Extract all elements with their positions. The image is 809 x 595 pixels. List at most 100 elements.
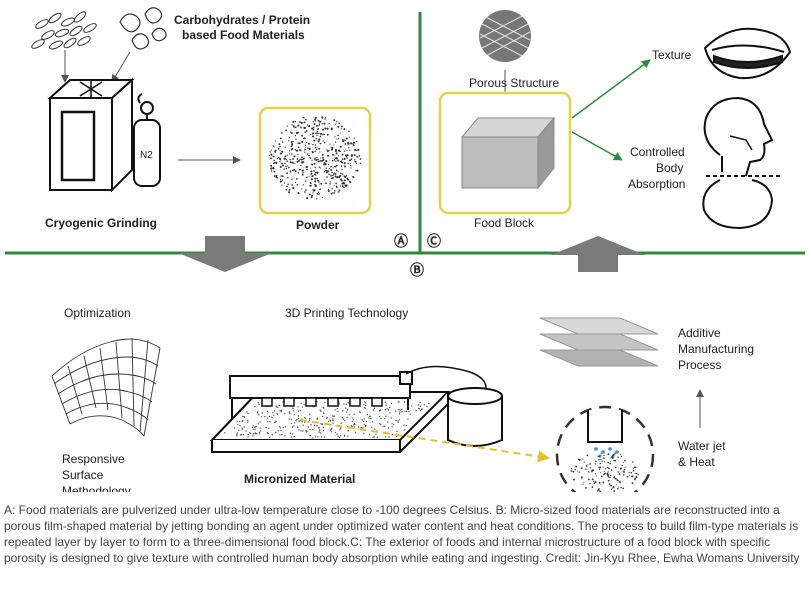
- particle-dot: [273, 414, 275, 416]
- particle-dot: [324, 182, 326, 184]
- particle-dot: [328, 173, 330, 176]
- particle-dot: [633, 466, 636, 469]
- particle-dot: [336, 408, 338, 410]
- particle-dot: [346, 154, 349, 157]
- particle-dot: [409, 413, 411, 416]
- particle-dot: [288, 188, 291, 191]
- particle-dot: [272, 167, 275, 169]
- particle-dot: [382, 425, 384, 428]
- particle-dot: [395, 435, 398, 438]
- particle-dot: [270, 149, 272, 151]
- particle-dot: [301, 156, 303, 159]
- particle-dot: [287, 183, 289, 186]
- particle-dot: [303, 121, 306, 124]
- particle-dot: [280, 411, 282, 413]
- particle-dot: [275, 420, 277, 422]
- particle-dot: [304, 118, 307, 121]
- particle-dot: [610, 488, 613, 490]
- particle-dot: [294, 134, 297, 137]
- particle-dot: [353, 176, 355, 179]
- particle-dot: [603, 461, 605, 463]
- particle-dot: [338, 149, 340, 152]
- particle-dot: [240, 433, 242, 436]
- particle-dot: [327, 163, 330, 166]
- particle-dot: [257, 423, 259, 425]
- particle-dot: [298, 159, 300, 162]
- particle-dot: [270, 170, 273, 172]
- particle-dot: [320, 410, 322, 412]
- particle-dot: [301, 134, 304, 137]
- particle-dot: [293, 425, 295, 427]
- particle-dot: [325, 160, 328, 163]
- particle-dot: [244, 416, 246, 418]
- particle-dot: [588, 471, 590, 473]
- particle-dot: [317, 191, 320, 193]
- particle-dot: [345, 137, 348, 140]
- particle-dot: [288, 191, 290, 194]
- particle-dot: [348, 143, 350, 145]
- particle-dot: [319, 157, 322, 159]
- particle-dot: [291, 147, 294, 150]
- particle-dot: [604, 468, 607, 470]
- particle-dot: [301, 406, 304, 408]
- particle-dot: [401, 411, 403, 413]
- particle-dot: [277, 147, 280, 150]
- particle-dot: [572, 470, 575, 473]
- particle-dot: [252, 428, 254, 430]
- particle-dot: [630, 471, 633, 474]
- particle-dot: [258, 403, 260, 405]
- particle-dot: [341, 416, 344, 419]
- particle-dot: [346, 409, 349, 411]
- particle-dot: [236, 433, 238, 435]
- particle-dot: [314, 159, 316, 161]
- particle-dot: [314, 177, 317, 180]
- particle-dot: [390, 417, 392, 419]
- particle-dot: [296, 160, 299, 163]
- particle-dot: [286, 125, 288, 127]
- micronized-material-label: Micronized Material: [244, 472, 355, 486]
- particle-dot: [285, 158, 288, 161]
- particle-dot: [284, 435, 286, 437]
- particle-dot: [307, 142, 310, 145]
- particle-dot: [387, 421, 389, 423]
- particle-dot: [316, 424, 318, 427]
- particle-dot: [292, 186, 295, 190]
- particle-dot: [271, 167, 273, 170]
- particle-dot: [276, 406, 278, 408]
- particle-dot: [598, 482, 601, 484]
- particle-dot: [611, 456, 613, 458]
- particle-dot: [620, 486, 622, 489]
- particle-dot: [318, 181, 320, 183]
- print-heads: [261, 397, 383, 407]
- particle-dot: [342, 138, 344, 141]
- particle-dot: [387, 427, 390, 429]
- particle-dot: [273, 170, 276, 173]
- particle-dot: [345, 175, 348, 177]
- particle-dot: [622, 474, 625, 476]
- particle-dot: [322, 426, 324, 428]
- particle-dot: [610, 457, 612, 459]
- particle-dot: [606, 466, 609, 469]
- particle-dot: [602, 481, 605, 484]
- particle-dot: [376, 436, 379, 438]
- particle-dot: [333, 172, 335, 174]
- particle-dot: [315, 184, 317, 186]
- particle-dot: [292, 410, 294, 412]
- particle-dot: [405, 425, 407, 427]
- particle-dot: [607, 461, 610, 464]
- materials-label-line1: Carbohydrates / Protein: [174, 13, 310, 27]
- particle-dot: [587, 470, 589, 472]
- particle-dot: [423, 404, 426, 406]
- particle-dot: [320, 432, 322, 434]
- particle-dot: [280, 409, 283, 411]
- particle-dot: [365, 420, 368, 422]
- particle-dot: [385, 405, 387, 407]
- particle-dot: [308, 175, 310, 177]
- particle-dot: [320, 120, 322, 123]
- particle-dot: [320, 423, 322, 425]
- particle-dot: [310, 133, 312, 136]
- particle-dot: [308, 125, 311, 128]
- particle-dot: [606, 473, 609, 475]
- particle-dot: [333, 184, 335, 187]
- particle-dot: [297, 172, 300, 174]
